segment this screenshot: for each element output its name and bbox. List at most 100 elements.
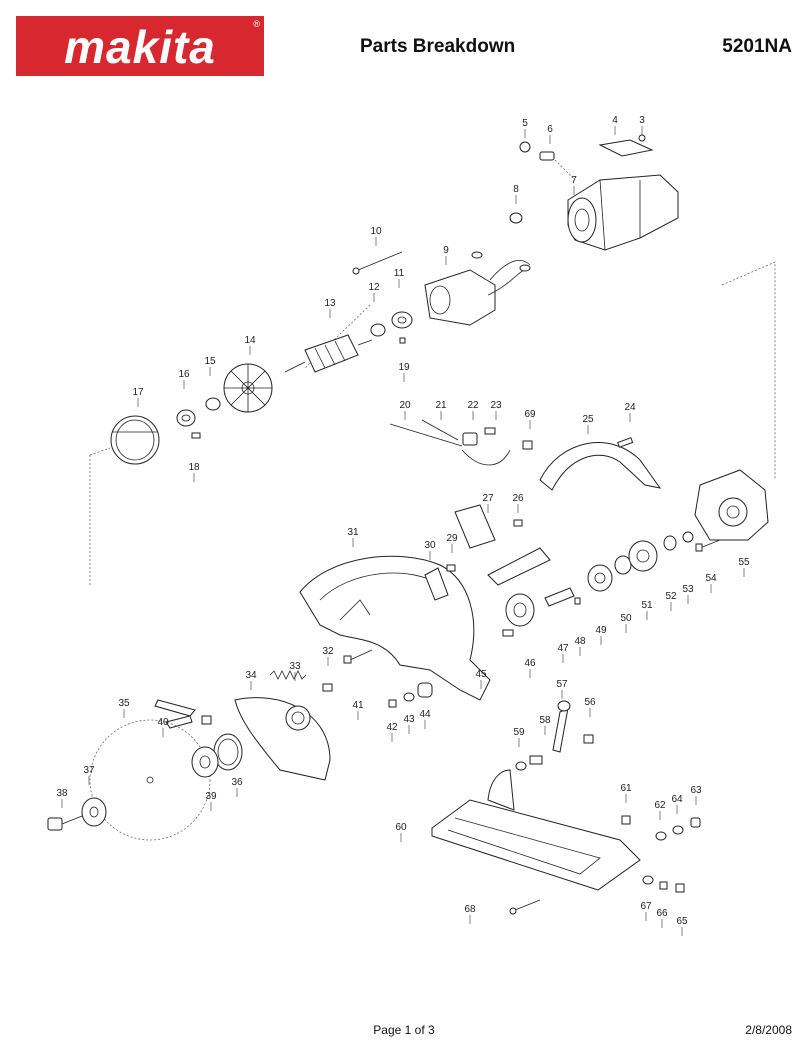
- callout-24: 24: [624, 402, 636, 413]
- callout-35: 35: [118, 698, 130, 709]
- makita-logo: makita ®: [16, 16, 264, 76]
- callout-19: 19: [398, 362, 410, 373]
- base-plate: [431, 769, 641, 891]
- page-title: Parts Breakdown: [360, 36, 516, 57]
- callout-17: 17: [132, 387, 144, 398]
- callout-52: 52: [665, 591, 677, 602]
- callout-62: 62: [654, 800, 666, 811]
- gear-train: [502, 531, 721, 637]
- handle-grip: [487, 547, 551, 586]
- callout-9: 9: [443, 245, 449, 256]
- callout-22: 22: [467, 400, 479, 411]
- callout-14: 14: [244, 335, 256, 346]
- callout-36: 36: [231, 777, 243, 788]
- callout-3: 3: [639, 115, 645, 126]
- callout-11: 11: [394, 268, 405, 279]
- callout-48: 48: [574, 636, 586, 647]
- registered-mark: ®: [253, 19, 260, 29]
- blade-flanges: [47, 733, 243, 831]
- callout-45: 45: [475, 669, 487, 680]
- callout-67: 67: [640, 901, 652, 912]
- callout-43: 43: [403, 714, 415, 725]
- callout-21: 21: [435, 400, 447, 411]
- callout-41: 41: [352, 700, 364, 711]
- page-number: Page 1 of 3: [373, 1023, 435, 1037]
- callout-55: 55: [738, 557, 750, 568]
- armature: [284, 334, 373, 373]
- callout-58: 58: [539, 715, 551, 726]
- callout-26: 26: [512, 493, 524, 504]
- gear-housing: [694, 469, 769, 541]
- model-number: 5201NA: [722, 36, 792, 57]
- safety-guard: [234, 697, 331, 781]
- callout-40: 40: [157, 717, 169, 728]
- through-bolt: [352, 251, 403, 275]
- callout-51: 51: [641, 600, 653, 611]
- logo-wordmark: makita: [64, 21, 216, 73]
- field-coil: [424, 251, 531, 326]
- callout-63: 63: [690, 785, 702, 796]
- callout-7: 7: [571, 175, 577, 186]
- callout-60: 60: [395, 822, 407, 833]
- case-screws: [322, 649, 433, 708]
- callout-42: 42: [386, 722, 398, 733]
- saw-blade: [89, 719, 211, 841]
- switch-lever: [454, 504, 523, 549]
- callout-65: 65: [676, 916, 688, 927]
- handle-cover: [539, 437, 662, 491]
- callout-46: 46: [524, 658, 536, 669]
- callout-66: 66: [656, 908, 668, 919]
- callout-13: 13: [324, 298, 336, 309]
- callout-6: 6: [547, 124, 553, 135]
- print-date: 2/8/2008: [745, 1023, 792, 1037]
- baffle-ring: [110, 415, 160, 465]
- callout-69: 69: [524, 409, 536, 420]
- nameplate: [509, 134, 654, 224]
- callout-29: 29: [446, 533, 458, 544]
- callout-50: 50: [620, 613, 632, 624]
- spring: [269, 670, 307, 680]
- callout-34: 34: [245, 670, 257, 681]
- callout-10: 10: [370, 226, 382, 237]
- fan: [223, 363, 273, 413]
- callout-30: 30: [424, 540, 436, 551]
- callout-53: 53: [682, 584, 694, 595]
- guard-lever: [154, 699, 212, 729]
- callout-33: 33: [289, 661, 301, 672]
- callout-18: 18: [188, 462, 200, 473]
- switch-assembly: [389, 419, 533, 466]
- callout-54: 54: [705, 573, 717, 584]
- bearings-lower: [176, 397, 221, 439]
- callout-59: 59: [513, 727, 525, 738]
- callout-31: 31: [347, 527, 359, 538]
- base-hardware: [509, 815, 701, 915]
- callout-39: 39: [205, 791, 217, 802]
- depth-lever: [515, 700, 594, 771]
- callout-49: 49: [595, 625, 607, 636]
- callout-16: 16: [178, 369, 190, 380]
- callout-64: 64: [671, 794, 683, 805]
- callout-68: 68: [464, 904, 476, 915]
- callout-20: 20: [399, 400, 411, 411]
- callout-12: 12: [368, 282, 380, 293]
- callout-37: 37: [83, 765, 95, 776]
- callout-47: 47: [557, 643, 569, 654]
- motor-housing: [567, 174, 679, 251]
- blade-case: [299, 555, 491, 701]
- bearings-upper: [370, 311, 413, 344]
- callout-8: 8: [513, 184, 519, 195]
- bracket: [424, 564, 456, 601]
- callout-5: 5: [522, 118, 528, 129]
- callout-23: 23: [490, 400, 502, 411]
- callout-44: 44: [419, 709, 431, 720]
- callout-25: 25: [582, 414, 594, 425]
- callout-15: 15: [204, 356, 216, 367]
- callout-4: 4: [612, 115, 618, 126]
- callout-27: 27: [482, 493, 494, 504]
- callout-61: 61: [620, 783, 632, 794]
- callout-57: 57: [556, 679, 568, 690]
- callout-38: 38: [56, 788, 68, 799]
- callout-32: 32: [322, 646, 334, 657]
